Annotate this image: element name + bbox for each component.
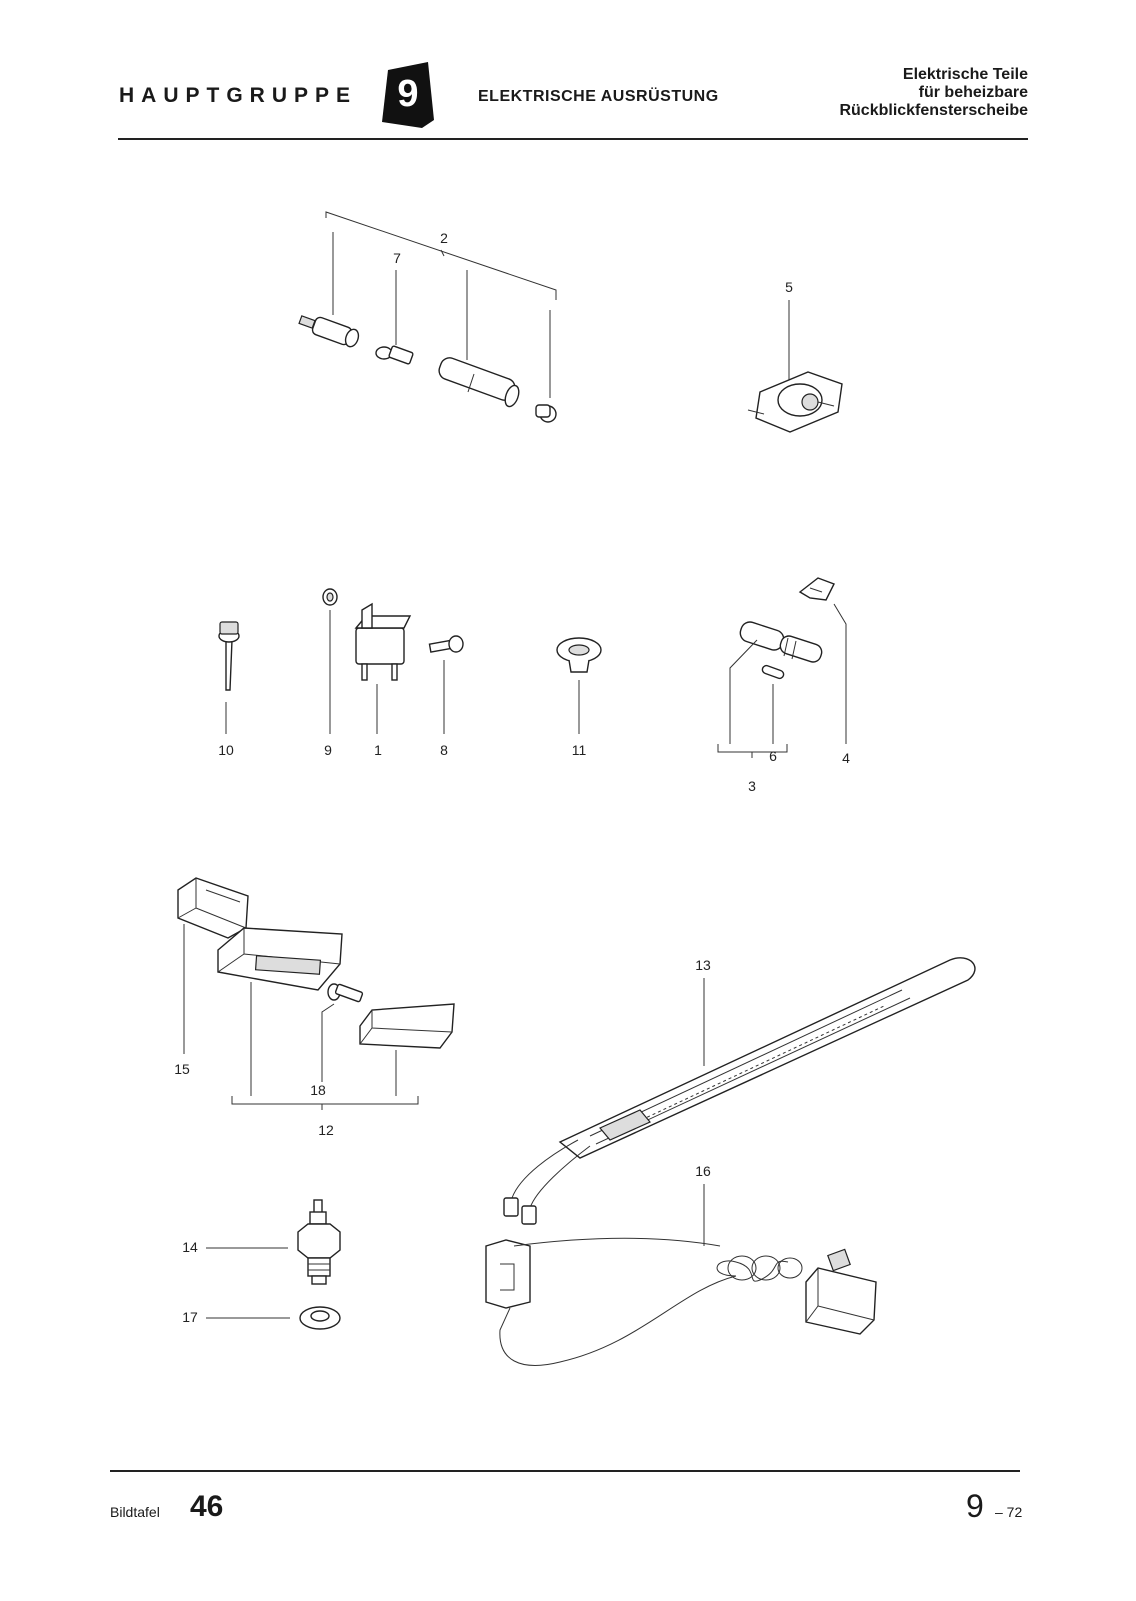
page-number-suffix: – 72	[995, 1504, 1023, 1520]
callout-18: 18	[310, 1082, 326, 1098]
page-number: 9	[966, 1488, 984, 1524]
section-title: ELEKTRISCHE AUSRÜSTUNG	[478, 88, 719, 105]
washer-small-part	[322, 588, 338, 606]
sealing-washer-part	[299, 1306, 341, 1330]
header-rule	[118, 138, 1028, 140]
thermo-switch-part	[297, 1199, 341, 1285]
callout-17: 17	[182, 1309, 198, 1325]
cable-harness-part	[485, 1237, 877, 1366]
callout-4: 4	[842, 750, 850, 766]
main-group-label: HAUPTGRUPPE	[119, 84, 358, 107]
cable-tie-part	[218, 621, 240, 691]
callout-16: 16	[695, 1163, 711, 1179]
callout-7: 7	[393, 250, 401, 266]
group-number-badge: 9	[382, 62, 434, 128]
page-title: Elektrische Teile für beheizbare Rückbli…	[839, 66, 1028, 120]
fuse-holder-part	[739, 621, 823, 663]
callout-8: 8	[440, 742, 448, 758]
bulb-socket-part	[298, 315, 360, 348]
callout-5: 5	[785, 279, 793, 295]
callout-6: 6	[769, 748, 777, 764]
callout-11: 11	[572, 742, 587, 758]
footer-rule	[110, 1470, 1020, 1472]
callout-1: 1	[374, 742, 382, 758]
heater-element-part	[503, 957, 976, 1225]
callout-2: 2	[440, 230, 448, 246]
connector-plug-part	[177, 877, 249, 939]
grommet-part	[556, 637, 602, 673]
indicator-bulb-part	[327, 983, 364, 1003]
fuse-part	[761, 664, 785, 680]
clip-part	[798, 577, 835, 601]
group-number: 9	[397, 73, 418, 115]
page-title-line-2: für beheizbare	[918, 84, 1028, 101]
cap-nut-part	[535, 404, 557, 423]
callout-10: 10	[218, 742, 234, 758]
callout-15: 15	[174, 1061, 190, 1077]
page-title-line-1: Elektrische Teile	[902, 66, 1028, 83]
plate-number: 46	[190, 1490, 224, 1523]
switch-lens-part	[359, 1003, 455, 1049]
callout-14: 14	[182, 1239, 198, 1255]
plate-label: Bildtafel	[110, 1504, 160, 1520]
holder-sleeve-part	[438, 357, 520, 408]
callout-9: 9	[324, 742, 332, 758]
callout-3: 3	[748, 778, 756, 794]
toggle-switch-part	[747, 371, 843, 433]
screw-part	[428, 635, 464, 653]
relay-part	[354, 602, 412, 681]
small-bulb-part	[375, 345, 414, 365]
callout-13: 13	[695, 957, 711, 973]
page-title-line-3: Rückblickfensterscheibe	[839, 102, 1028, 119]
switch-housing-part	[217, 927, 343, 991]
callout-12: 12	[318, 1122, 334, 1138]
bracket-2	[325, 211, 557, 300]
